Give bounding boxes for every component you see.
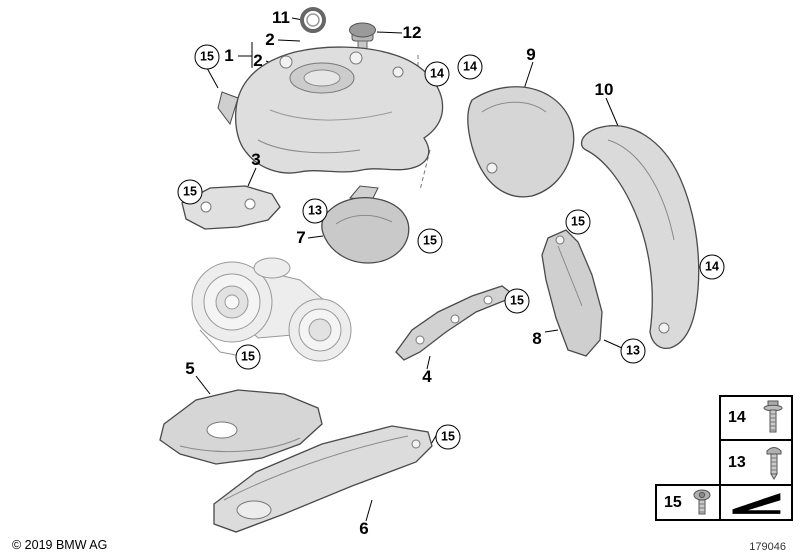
callout-15-1[interactable]: 15 xyxy=(194,44,220,70)
callout-10[interactable]: 10 xyxy=(594,80,614,99)
pan-head-screw-icon xyxy=(766,446,782,480)
part-5-heat-shield-shape xyxy=(159,389,323,465)
callout-2-bottom[interactable]: 2 xyxy=(253,51,263,70)
legend-item-15[interactable]: 15 xyxy=(655,484,721,521)
legend-item-14[interactable]: 14 xyxy=(719,395,793,441)
legend-label-15: 15 xyxy=(664,493,682,511)
callout-14-2[interactable]: 14 xyxy=(457,54,483,80)
legend-label-14: 14 xyxy=(728,409,746,426)
callout-1[interactable]: 1 xyxy=(224,46,234,65)
callout-6[interactable]: 6 xyxy=(359,519,369,538)
callout-4[interactable]: 4 xyxy=(422,367,432,386)
part-7-heat-shield-shape xyxy=(321,185,410,264)
part-9-heat-shield-shape xyxy=(467,86,575,198)
callout-15-2[interactable]: 15 xyxy=(177,179,203,205)
callout-14-1[interactable]: 14 xyxy=(424,61,450,87)
callout-5[interactable]: 5 xyxy=(185,359,195,378)
flange-bolt-icon xyxy=(763,400,783,433)
callout-15-5[interactable]: 15 xyxy=(504,288,530,314)
part-10-heat-shield-shape xyxy=(580,125,700,350)
part-4-heat-shield-shape xyxy=(395,285,511,361)
callout-15-3[interactable]: 15 xyxy=(417,228,443,254)
turbocharger-assembly-shape xyxy=(191,257,352,362)
callout-9[interactable]: 9 xyxy=(526,45,536,64)
part-11-gasket-ring-shape xyxy=(300,7,326,33)
legend-direction-box xyxy=(719,484,793,521)
part-8-heat-shield-shape xyxy=(541,229,603,357)
callout-14-3[interactable]: 14 xyxy=(699,254,725,280)
callout-15-6[interactable]: 15 xyxy=(235,344,261,370)
legend-item-13[interactable]: 13 xyxy=(719,439,793,486)
callout-13-2[interactable]: 13 xyxy=(620,338,646,364)
copyright-text: © 2019 BMW AG xyxy=(12,538,108,552)
callout-15-7[interactable]: 15 xyxy=(435,424,461,450)
callout-15-4[interactable]: 15 xyxy=(565,209,591,235)
callout-11[interactable]: 11 xyxy=(272,8,290,27)
callout-8[interactable]: 8 xyxy=(532,329,542,348)
legend-label-13: 13 xyxy=(728,453,746,471)
diagram-number: 179046 xyxy=(749,541,786,553)
part-1-upper-heat-shield-shape xyxy=(217,46,444,174)
torx-screw-icon xyxy=(693,489,711,514)
callout-13-1[interactable]: 13 xyxy=(302,198,328,224)
direction-wedge-icon xyxy=(732,492,781,514)
callout-7[interactable]: 7 xyxy=(296,228,306,247)
part-6-heat-shield-shape xyxy=(213,425,433,533)
callout-2-top[interactable]: 2 xyxy=(265,30,275,49)
callout-12[interactable]: 12 xyxy=(402,23,422,42)
part-3-heat-shield-shape xyxy=(181,185,281,230)
callout-3[interactable]: 3 xyxy=(251,150,261,169)
